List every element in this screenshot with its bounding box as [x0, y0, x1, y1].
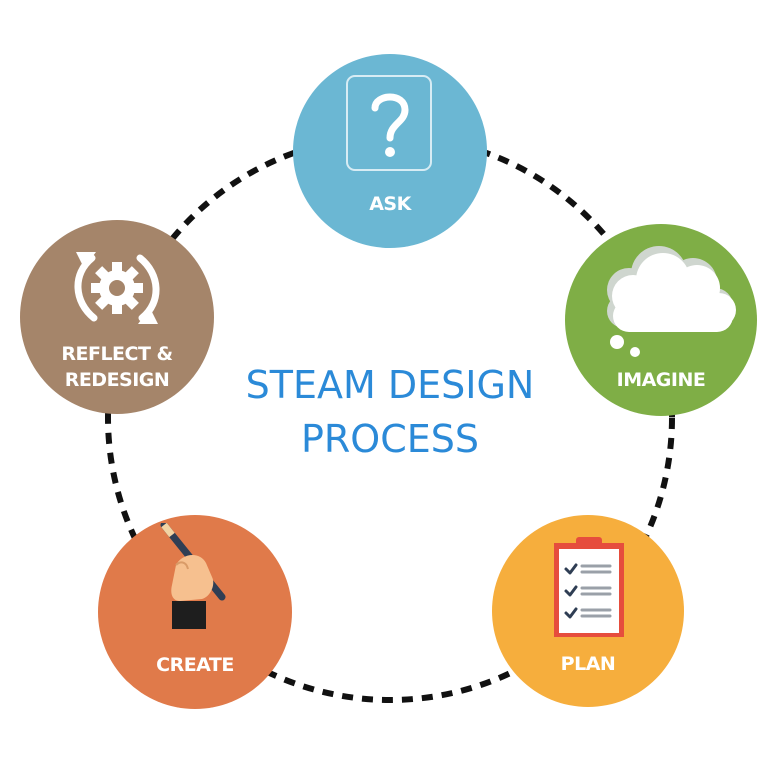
step-ask: ASK: [293, 54, 487, 248]
step-imagine: IMAGINE: [565, 224, 757, 416]
step-create: CREATE: [98, 515, 292, 709]
center-title-line2: PROCESS: [300, 417, 479, 461]
gear-cycle-icon: [74, 252, 160, 324]
center-title-line1: STEAM DESIGN: [245, 363, 535, 407]
step-reflect-label-line1: REFLECT &: [61, 343, 173, 365]
question-mark-icon: [346, 75, 432, 171]
step-plan-label: PLAN: [560, 653, 616, 675]
step-create-label: CREATE: [156, 654, 234, 676]
step-plan: PLAN: [492, 515, 684, 707]
step-reflect-label-line2: REDESIGN: [64, 369, 170, 391]
step-ask-label: ASK: [369, 193, 411, 215]
step-reflect-redesign: REFLECT & REDESIGN: [20, 220, 214, 414]
step-imagine-label: IMAGINE: [616, 369, 706, 391]
thought-cloud-icon: [607, 246, 736, 357]
hand-pencil-icon: [160, 523, 226, 629]
clipboard-checklist-icon: [554, 537, 624, 637]
